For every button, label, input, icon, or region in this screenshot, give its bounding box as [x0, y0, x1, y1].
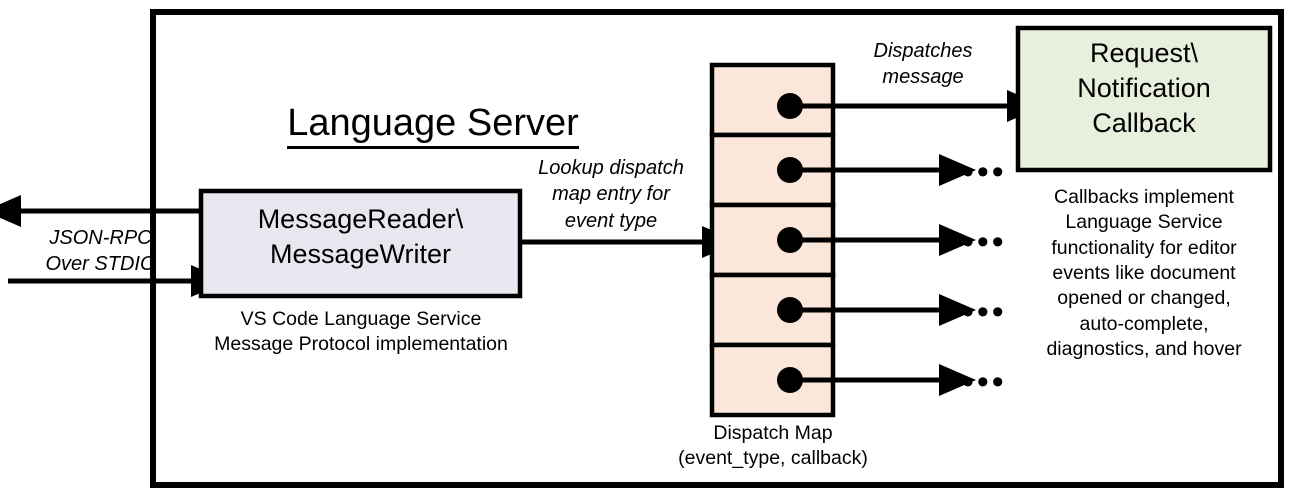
dispatch-ellipsis-2: •••	[962, 223, 1007, 261]
message-io-caption: VS Code Language Service Message Protoco…	[214, 308, 508, 356]
dispatch-message-annotation: Dispatches message	[873, 40, 973, 89]
message-io-box	[198, 188, 523, 299]
callback-box	[1015, 25, 1273, 173]
callback-dot-3	[777, 227, 803, 253]
lookup-dispatch-annotation: Lookup dispatch map entry for event type	[538, 157, 684, 232]
message-io-title: MessageReader\ MessageWriter	[257, 204, 464, 270]
dispatch-ellipsis-4: •••	[962, 363, 1007, 401]
external-channel-label: JSON-RPC Over STDIO	[45, 227, 156, 276]
callback-caption: Callbacks implement Language Service fun…	[1046, 186, 1242, 361]
dispatch-ellipsis-1: •••	[962, 153, 1007, 191]
page-title: Language Server	[153, 56, 713, 149]
page-title-text: Language Server	[287, 101, 579, 149]
dispatch-map-caption: Dispatch Map (event_type, callback)	[678, 422, 868, 470]
dispatch-map-table	[709, 62, 836, 418]
callback-dot-2	[777, 157, 803, 183]
callback-title: Request\ Notification Callback	[1077, 38, 1211, 139]
dispatch-map-row-1	[709, 62, 836, 138]
dispatch-ellipsis-3: •••	[962, 293, 1007, 331]
language-server-boundary	[150, 9, 1284, 488]
callback-dot-1	[777, 93, 803, 119]
callback-dot-5	[777, 367, 803, 393]
callback-dot-4	[777, 297, 803, 323]
